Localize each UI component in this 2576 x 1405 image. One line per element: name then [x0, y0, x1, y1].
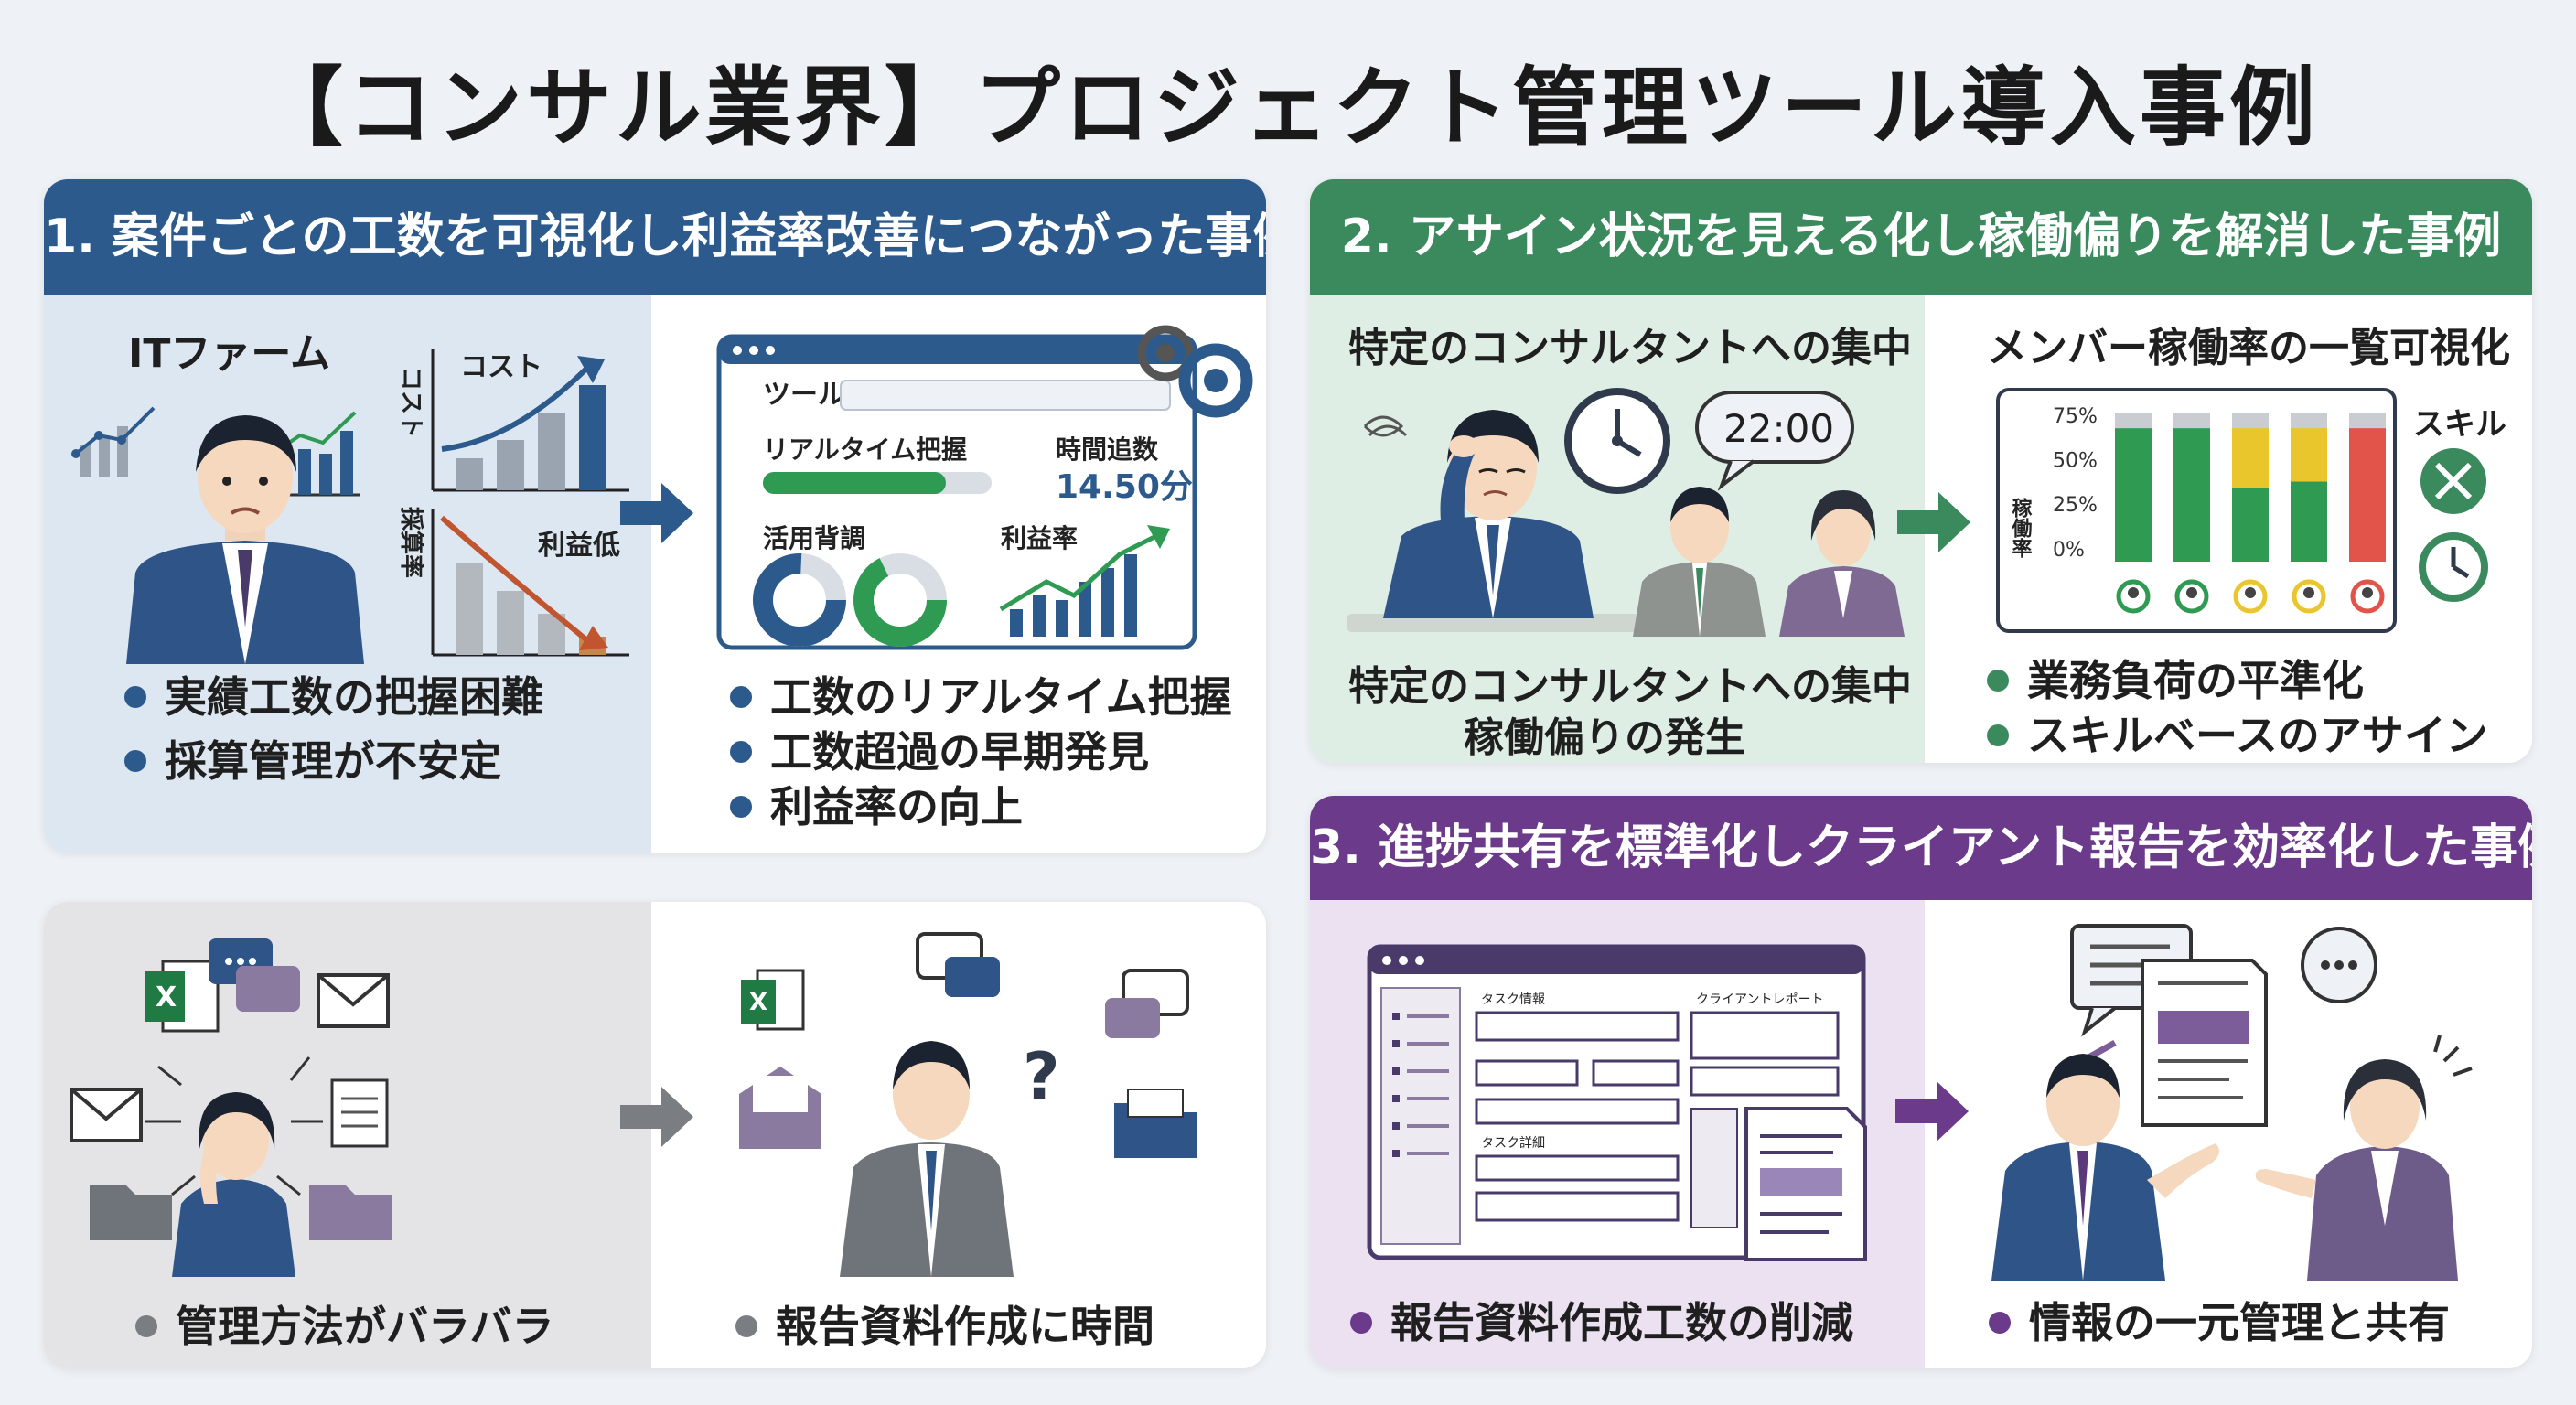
case2-after-bullet: スキルベースのアサイン [1987, 702, 2488, 763]
skill-label: スキル [2413, 406, 2506, 443]
stressed-consultant-illustration [1347, 410, 1648, 632]
margin-fall-chart: 採算率 利益低 [397, 507, 629, 657]
utilization-bar-segment [2232, 428, 2269, 488]
case3-before-bullet: 報告資料作成工数の削減 [1350, 1290, 1853, 1350]
arrow-right-icon [620, 1087, 693, 1147]
utilization-bar-segment [2232, 488, 2269, 562]
member-avatar-head [2128, 587, 2139, 598]
page-title: 【コンサル業界】プロジェクト管理ツール導入事例 [256, 59, 2319, 158]
case1-header: 1. 案件ごとの工数を可視化し利益率改善につながった事例 [44, 179, 1266, 295]
clock-icon [1564, 388, 1670, 494]
cost-axis-label: コスト [397, 367, 424, 438]
client-report-label: クライアントレポート [1696, 992, 1823, 1007]
case2-before-heading: 特定のコンサルタントへの集中 [1348, 325, 1912, 371]
case1-before-bullet: 採算管理が不安定 [124, 728, 501, 788]
arrow-right-icon [620, 483, 693, 543]
two-consultants-illustration [1633, 487, 1905, 637]
member-avatar-head [2362, 587, 2373, 598]
task-info-label: タスク情報 [1481, 992, 1545, 1007]
case2-card: 2. アサイン状況を見える化し稼働偏りを解消した事例 特定のコンサルタントへの集… [1310, 179, 2532, 763]
case2-after-bullet: 業務負荷の平準化 [1987, 648, 2364, 708]
arrow-right-icon [1895, 1081, 1969, 1142]
case1-before-bullet: 実績工数の把握困難 [124, 664, 543, 724]
case4-after-bullet: 報告資料作成に時間 [735, 1293, 1154, 1354]
speech-bubble-time [1695, 391, 1854, 491]
member-avatar-head [2245, 587, 2256, 598]
utilization-chart: 75% 50% 25% 0% 稼働率 [1996, 388, 2397, 633]
dashboard-window-illustration: ツール リアルタイム把握 時間追数 14.50分 活用背調 利益率 [716, 325, 1253, 650]
client-meeting-illustration [1991, 924, 2473, 1281]
utilization-bar-segment [2174, 428, 2210, 562]
svg-text:X: X [156, 981, 177, 1014]
cost-rise-chart: コスト コスト [397, 349, 629, 492]
small-line-chart-icon [71, 406, 156, 477]
member-avatar-head [2186, 587, 2197, 598]
case1-after-bullet: 工数のリアルタイム把握 [730, 664, 1232, 724]
task-detail-label: タスク詳細 [1481, 1136, 1545, 1151]
case4-before-bullet: 管理方法がバラバラ [135, 1293, 554, 1354]
case2-header: 2. アサイン状況を見える化し稼働偏りを解消した事例 [1310, 179, 2532, 295]
confused-worker-illustration: X ? [739, 932, 1197, 1277]
time-label: 時間追数 [1056, 434, 1159, 465]
time-value: 14.50分 [1056, 468, 1193, 506]
time-clock-icon [2419, 532, 2488, 602]
chart-side-label: 稼働率 [2009, 497, 2034, 558]
margin-axis-label: 採算率 [397, 507, 425, 578]
case3-after-bullet: 情報の一元管理と共有 [1989, 1290, 2450, 1350]
case3-card: 3. 進捗共有を標準化しクライアント報告を効率化した事例 タスク情報 クライアン… [1310, 796, 2532, 1368]
report-app-window-illustration: タスク情報 クライアントレポート タスク詳細 [1367, 944, 1867, 1261]
utilization-bar-segment [2291, 428, 2327, 482]
util-label: 活用背調 [763, 523, 865, 553]
arrow-right-icon [1897, 492, 1970, 552]
svg-text:?: ? [1023, 1039, 1060, 1114]
case2-before-caption: 特定のコンサルタントへの集中 [1348, 663, 1912, 710]
y-tick-label: 0% [2053, 539, 2085, 562]
it-firm-label: ITファーム [128, 330, 331, 377]
cost-chart-label: コスト [460, 351, 542, 383]
worried-businessman-illustration [126, 415, 364, 664]
skill-sword-icon [2420, 448, 2486, 514]
y-tick-label: 25% [2053, 494, 2098, 517]
y-tick-label: 75% [2053, 405, 2098, 428]
svg-text:X: X [749, 989, 767, 1016]
realtime-label: リアルタイム把握 [763, 434, 967, 465]
case3-header: 3. 進捗共有を標準化しクライアント報告を効率化した事例 [1310, 796, 2532, 900]
case2-after-heading: メンバー稼働率の一覧可視化 [1987, 325, 2510, 371]
profit-label: 利益率 [1001, 523, 1078, 553]
case2-before-caption: 稼働偏りの発生 [1464, 714, 1745, 761]
utilization-bar-segment [2115, 428, 2152, 562]
clock-time-text: 22:00 [1723, 406, 1835, 451]
case1-after-bullet: 利益率の向上 [730, 774, 1023, 834]
scattered-tools-illustration: X [70, 938, 392, 1277]
utilization-bar-segment [2349, 428, 2386, 562]
case1-after-bullet: 工数超過の早期発見 [730, 719, 1149, 779]
case1-card: 1. 案件ごとの工数を可視化し利益率改善につながった事例 ITファーム コスト … [44, 179, 1266, 853]
member-avatar-head [2303, 587, 2314, 598]
utilization-bar-segment [2291, 481, 2327, 562]
tool-field-label: ツール [763, 379, 845, 411]
margin-chart-label: 利益低 [538, 530, 620, 562]
case4-card: X 管理方法がバラバラ X ? 報告資料作成に時間 [44, 902, 1266, 1368]
y-tick-label: 50% [2053, 450, 2098, 473]
